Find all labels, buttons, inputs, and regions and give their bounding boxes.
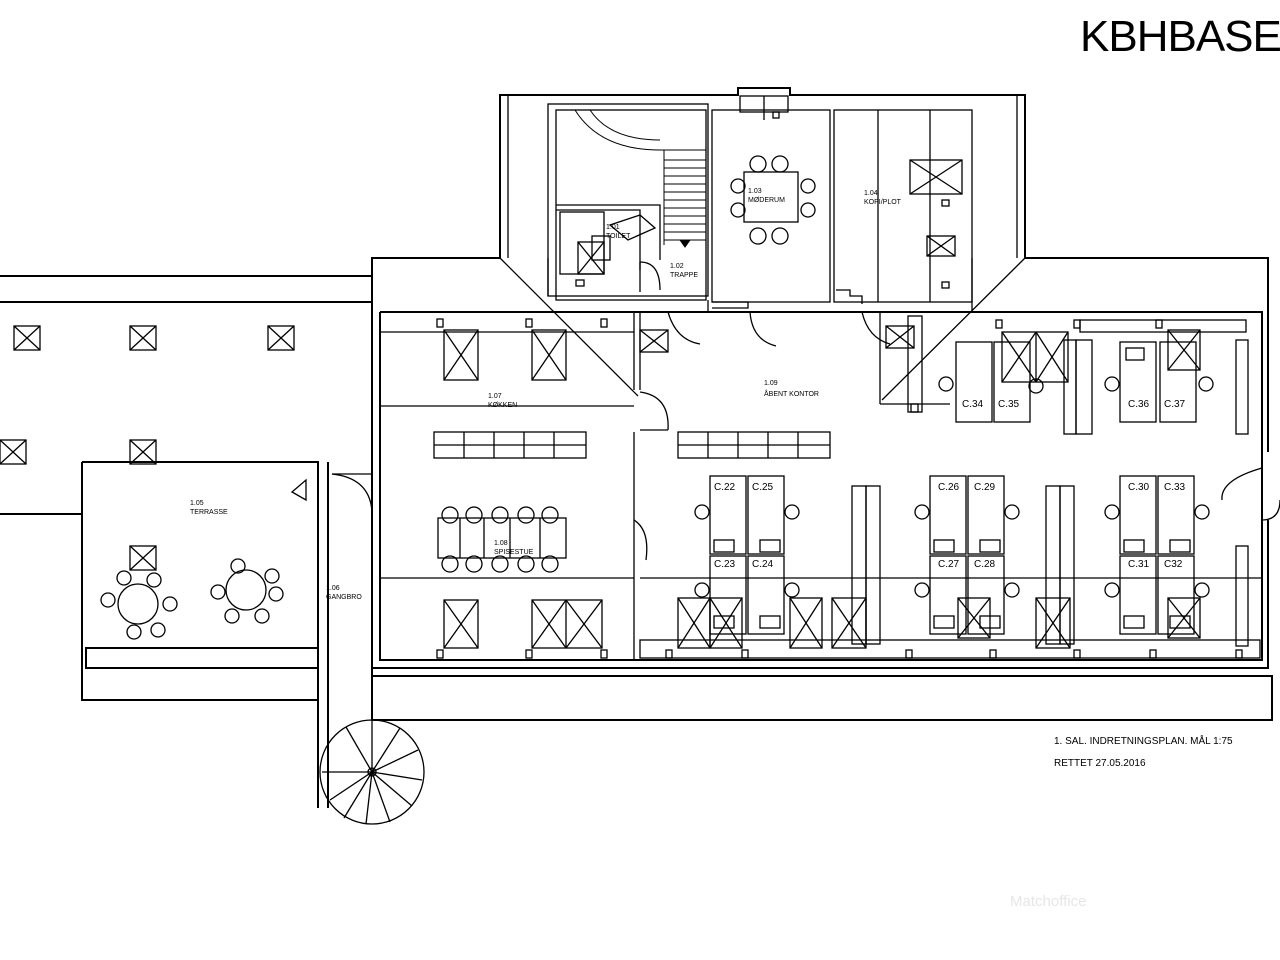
upper-rooms xyxy=(547,95,973,312)
stair-treads xyxy=(574,109,706,248)
open-office xyxy=(639,312,1262,659)
desk-label: C32 xyxy=(1164,559,1183,570)
desk-labels: C.22 C.25 C.23 C.24 C.26 C.29 C.27 C.28 … xyxy=(714,399,1186,570)
room-name: SPISESTUE xyxy=(494,549,534,556)
kitchen xyxy=(380,318,634,459)
dining xyxy=(380,506,634,659)
room-name: TOILET xyxy=(606,233,631,240)
desk-label: C.33 xyxy=(1164,482,1186,493)
room-name: KØKKEN xyxy=(488,402,517,409)
plan-date: RETTET 27.05.2016 xyxy=(1054,758,1146,769)
room-name: GANGBRO xyxy=(326,594,362,601)
desk-label: C.34 xyxy=(962,399,984,410)
room-name: MØDERUM xyxy=(748,197,785,204)
desk-label: C.30 xyxy=(1128,482,1150,493)
roof-lines xyxy=(499,95,1026,401)
desk-label: C.35 xyxy=(998,399,1020,410)
desk-label: C.22 xyxy=(714,482,736,493)
room-name: TERRASSE xyxy=(190,509,228,516)
room-number: 1.05 xyxy=(190,500,204,507)
room-labels: 1.01 TOILET 1.02 TRAPPE 1.03 MØDERUM 1.0… xyxy=(190,188,902,601)
desk-label: C.36 xyxy=(1128,399,1150,410)
spiral-stair xyxy=(319,719,425,825)
desk-label: C.28 xyxy=(974,559,996,570)
plan-title: 1. SAL. INDRETNINGSPLAN. MÅL 1:75 xyxy=(1054,736,1233,747)
desk-label: C.23 xyxy=(714,559,736,570)
room-number: 1.07 xyxy=(488,393,502,400)
room-number: 1.06 xyxy=(326,585,340,592)
watermark: Matchoffice xyxy=(1010,893,1087,910)
exterior-walls xyxy=(0,87,1273,808)
room-number: 1.02 xyxy=(670,263,684,270)
desk-label: C.29 xyxy=(974,482,996,493)
room-number: 1.01 xyxy=(606,224,620,231)
desk-label: C.37 xyxy=(1164,399,1186,410)
meeting-table xyxy=(730,155,816,245)
desk-label: C.24 xyxy=(752,559,774,570)
room-name: TRAPPE xyxy=(670,272,698,279)
room-name: ÅBENT KONTOR xyxy=(764,389,819,398)
desk-label: C.31 xyxy=(1128,559,1150,570)
room-number: 1.08 xyxy=(494,540,508,547)
room-number: 1.03 xyxy=(748,188,762,195)
room-number: 1.09 xyxy=(764,380,778,387)
terrace xyxy=(0,325,295,640)
partitions xyxy=(290,311,1280,660)
room-number: 1.04 xyxy=(864,190,878,197)
desk-label: C.25 xyxy=(752,482,774,493)
desk-label: C.27 xyxy=(938,559,960,570)
toilet-room xyxy=(559,211,605,275)
desk-label: C.26 xyxy=(938,482,960,493)
brand-logo: KBHBASE xyxy=(1080,12,1280,61)
room-name: KOPI/PLOT xyxy=(864,199,902,206)
